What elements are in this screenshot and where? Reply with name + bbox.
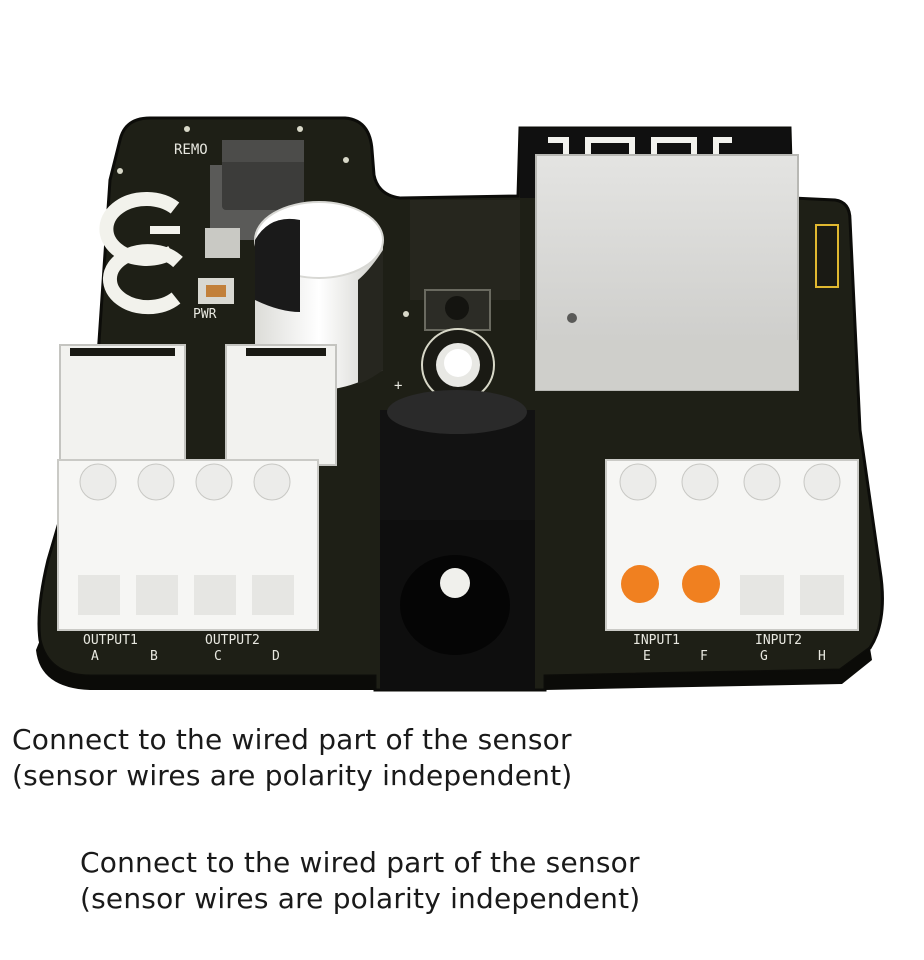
mounting-hole (421, 328, 495, 402)
callout-text-1: Connect to the wired part of the sensor … (12, 722, 572, 794)
silk-label-remote: REMO (174, 142, 208, 158)
callout-text-2: Connect to the wired part of the sensor … (80, 845, 640, 917)
callout-2-line2: (sensor wires are polarity independent) (80, 882, 641, 915)
leader-line-1 (20, 585, 642, 804)
leader-line-2 (80, 585, 703, 927)
callout-1-line2: (sensor wires are polarity independent) (12, 759, 573, 792)
callout-1-line1: Connect to the wired part of the sensor (12, 723, 572, 756)
output-connector-housing (59, 344, 337, 466)
marker-terminal-e (621, 565, 659, 603)
silk-label-output1: OUTPUT1 (83, 633, 138, 648)
silk-label-output2: OUTPUT2 (205, 633, 260, 648)
dc-barrel-jack (380, 390, 535, 690)
ce-mark-icon (99, 191, 183, 315)
input-terminal-block (605, 459, 859, 631)
wifi-module (520, 128, 799, 391)
silk-plus: + (394, 378, 402, 394)
silk-label-input1: INPUT1 (633, 633, 680, 648)
silk-pin-b: B (150, 649, 158, 664)
silk-pin-a: A (91, 649, 99, 664)
reset-button (424, 289, 491, 331)
silk-label-input2: INPUT2 (755, 633, 802, 648)
silk-label-pwr: PWR (193, 307, 217, 322)
silk-pin-c: C (214, 649, 222, 664)
silk-pin-f: F (700, 649, 708, 664)
callout-2-line1: Connect to the wired part of the sensor (80, 846, 640, 879)
silk-dots (117, 126, 409, 317)
output-terminal-block (57, 459, 319, 631)
silk-pin-e: E (643, 649, 651, 664)
pwr-led (198, 278, 234, 304)
marker-terminal-f (682, 565, 720, 603)
smd-array (410, 200, 520, 300)
silk-pin-g: G (760, 649, 768, 664)
pin-header (815, 224, 839, 288)
silk-pin-h: H (818, 649, 826, 664)
silk-pin-d: D (272, 649, 280, 664)
